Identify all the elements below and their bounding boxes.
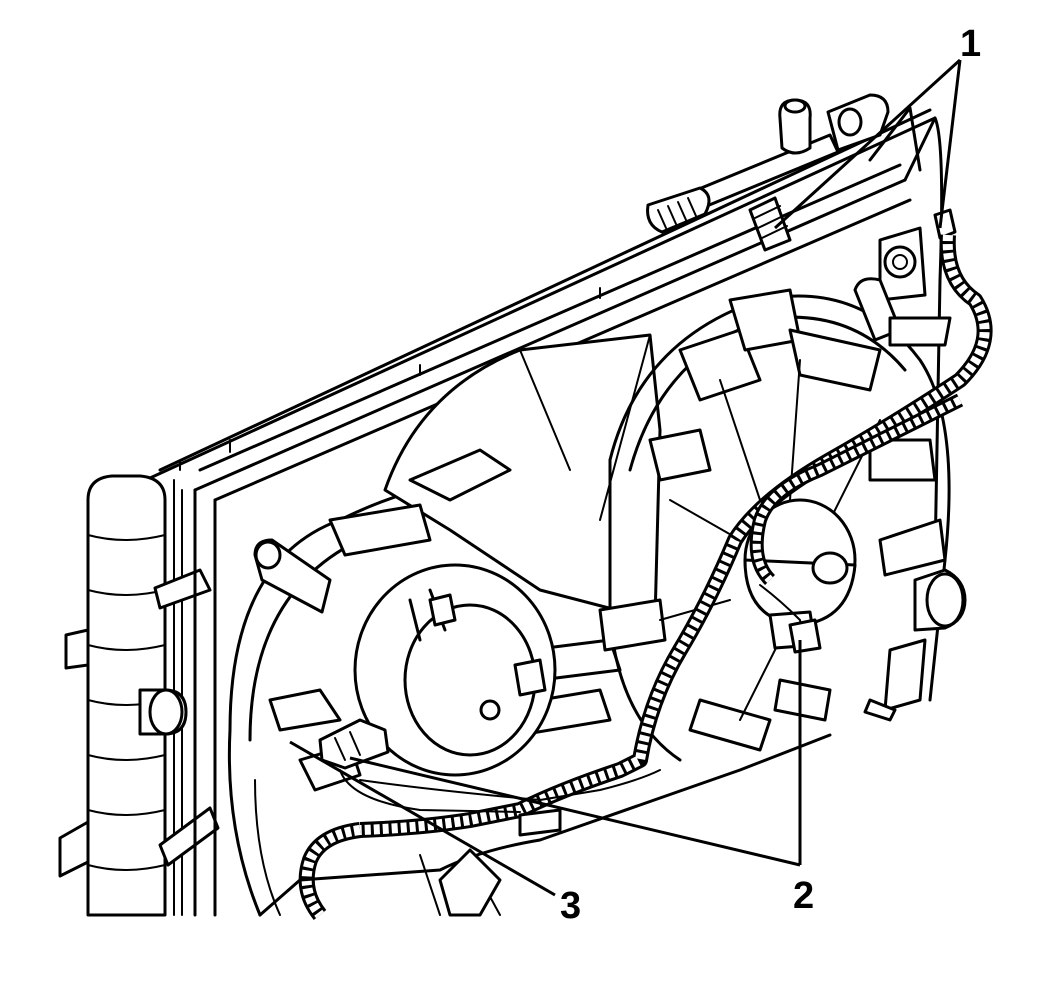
callout-leaders (289, 58, 962, 897)
callout-2: 2 (793, 875, 814, 917)
right-fan (598, 288, 947, 752)
leader-2a (349, 756, 801, 867)
leader-1a (773, 58, 962, 230)
cooler-line-assembly (646, 93, 922, 252)
left-fan (268, 333, 662, 792)
lower-shroud-details (258, 733, 832, 917)
wiring-harness (298, 208, 993, 920)
leader-1b (938, 59, 962, 229)
callout-3: 3 (560, 885, 581, 927)
callout-1: 1 (960, 23, 981, 65)
radiator-side-tank (58, 474, 220, 917)
leader-3 (289, 740, 556, 897)
